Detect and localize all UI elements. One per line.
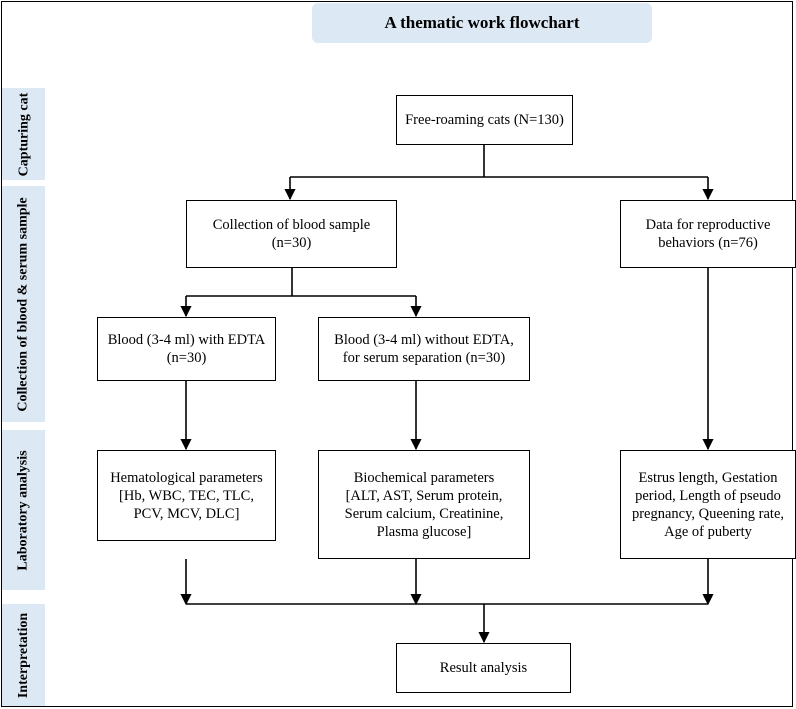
node-blood-without-edta: Blood (3-4 ml) without EDTA, for serum s…	[318, 317, 530, 381]
node-free-roaming-cats: Free-roaming cats (N=130)	[396, 95, 573, 145]
node-blood-collection: Collection of blood sample (n=30)	[186, 200, 397, 268]
stage-laboratory: Laboratory analysis	[2, 430, 45, 590]
node-label: Result analysis	[439, 660, 528, 676]
node-label: Free-roaming cats (N=130)	[405, 112, 564, 128]
stage-collection: Collection of blood & serum sample	[2, 186, 45, 422]
node-label: Biochemical parameters [ALT, AST, Serum …	[344, 469, 504, 540]
node-label: Collection of blood sample (n=30)	[212, 217, 371, 251]
stage-interpretation: Interpretation	[2, 604, 45, 706]
diagram-title: A thematic work flowchart	[312, 3, 652, 43]
node-result-analysis: Result analysis	[396, 643, 571, 693]
node-label: Data for reproductive behaviors (n=76)	[645, 217, 771, 251]
node-hematological-parameters: Hematological parameters [Hb, WBC, TEC, …	[97, 450, 276, 541]
node-label: Hematological parameters [Hb, WBC, TEC, …	[110, 469, 263, 522]
node-label: Estrus length, Gestation period, Length …	[631, 469, 785, 540]
node-biochemical-parameters: Biochemical parameters [ALT, AST, Serum …	[318, 450, 530, 559]
stage-capturing: Capturing cat	[2, 88, 45, 180]
node-reproductive-data: Data for reproductive behaviors (n=76)	[620, 200, 796, 268]
node-blood-with-edta: Blood (3-4 ml) with EDTA (n=30)	[97, 317, 276, 381]
node-label: Blood (3-4 ml) without EDTA, for serum s…	[334, 332, 514, 366]
node-reproductive-parameters: Estrus length, Gestation period, Length …	[620, 450, 796, 559]
node-label: Blood (3-4 ml) with EDTA (n=30)	[107, 332, 266, 366]
